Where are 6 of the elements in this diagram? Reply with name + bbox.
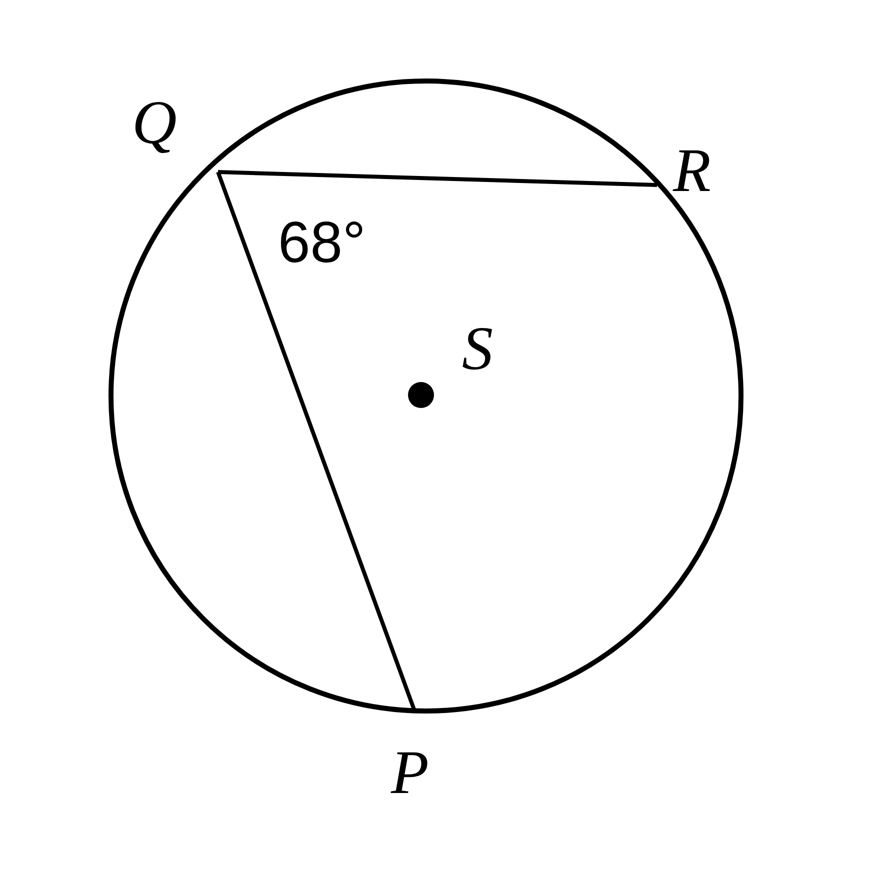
chord-line [218,170,658,187]
point-label: Q [132,92,177,154]
point-label: R [673,140,711,202]
point-label: S [462,318,493,380]
point-label: P [391,742,429,804]
angle-measure: 68° [278,214,366,272]
